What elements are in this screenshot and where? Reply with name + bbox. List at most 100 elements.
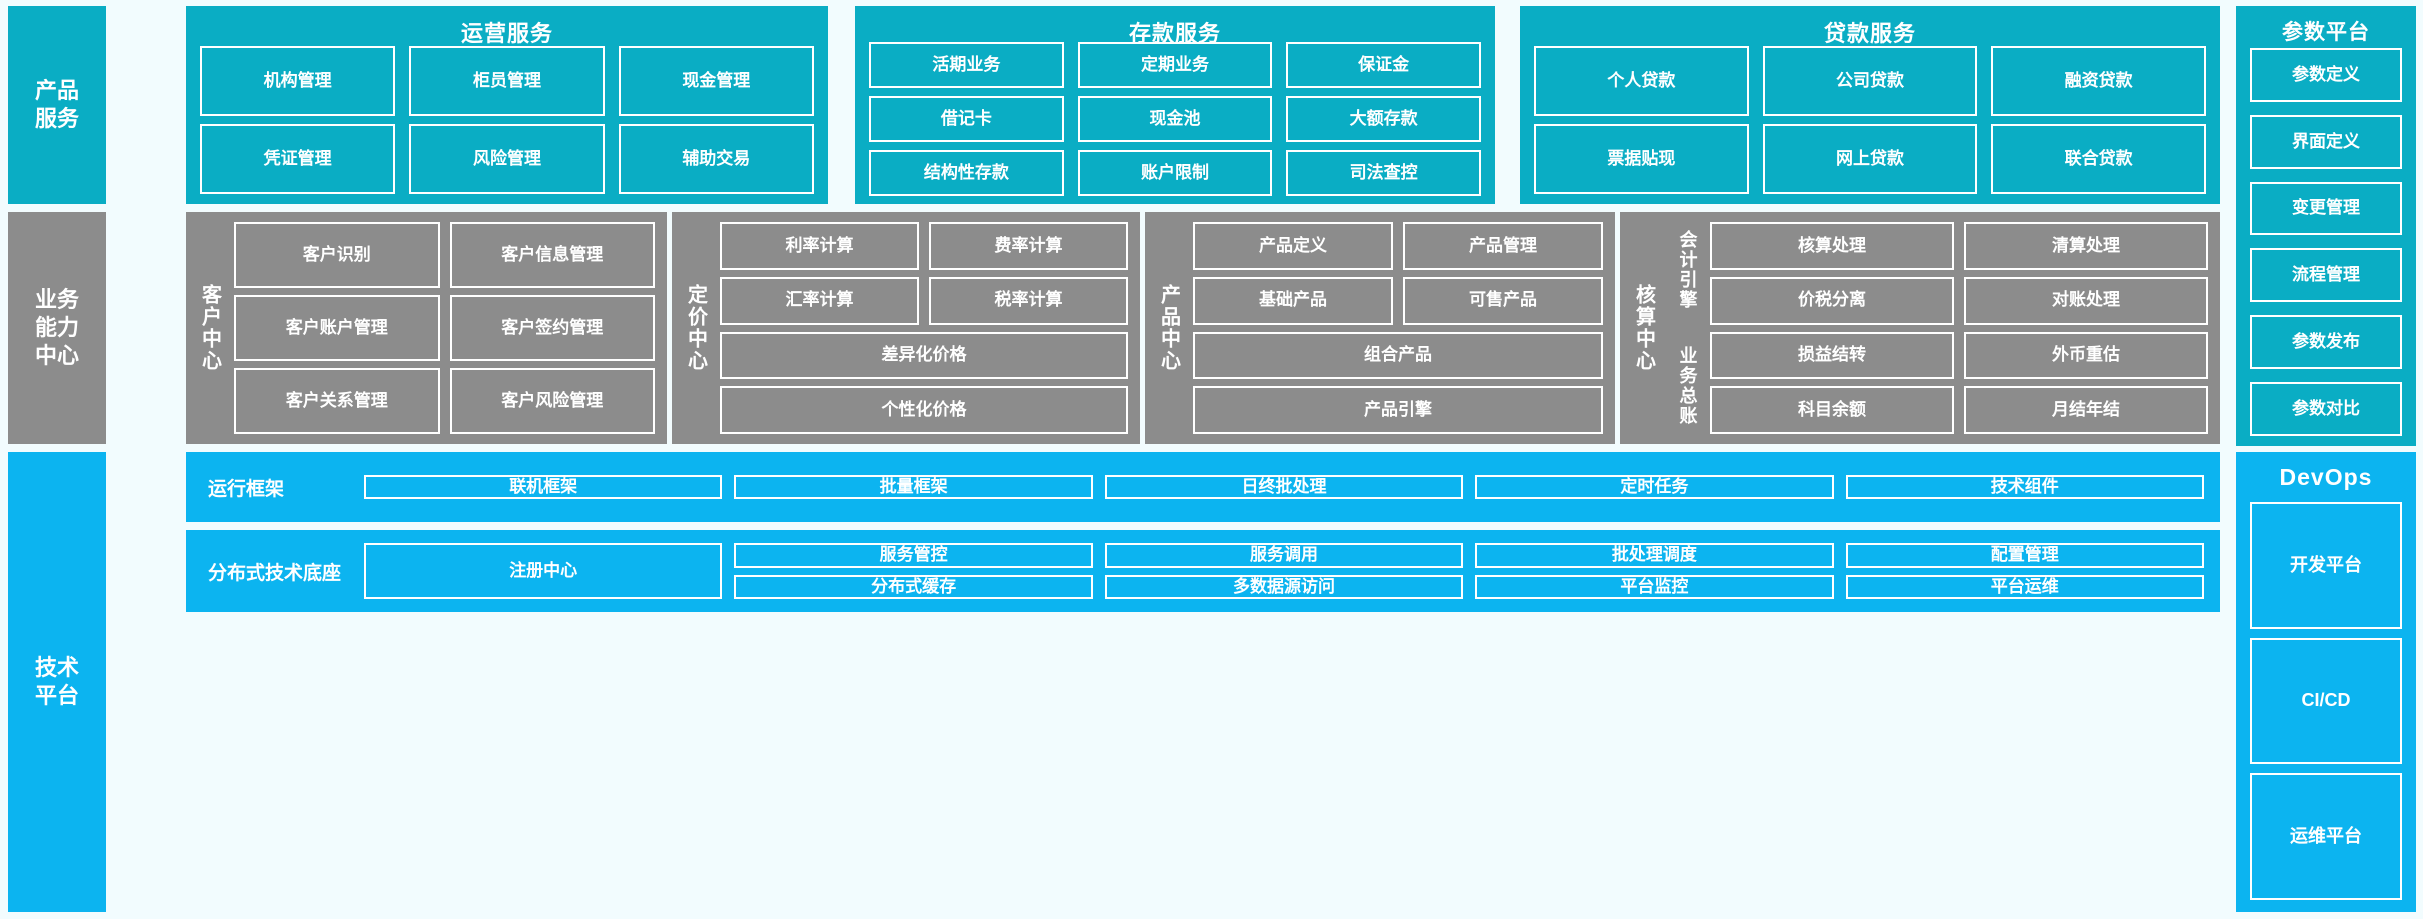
tile-foundation-7[interactable]: 平台运维 [1845, 574, 2204, 599]
sublabel-accounting-engine: 会计引擎 [1677, 230, 1698, 310]
tile-operation-2[interactable]: 现金管理 [618, 46, 814, 116]
tile-accounting-3[interactable]: 对账处理 [1964, 276, 2208, 325]
tile-operation-1[interactable]: 柜员管理 [409, 46, 605, 116]
tile-pricing-1[interactable]: 费率计算 [929, 222, 1128, 270]
tile-customer-2[interactable]: 客户账户管理 [234, 295, 440, 361]
tile-runtime-4[interactable]: 技术组件 [1845, 474, 2204, 500]
tile-runtime-2[interactable]: 日终批处理 [1104, 474, 1464, 500]
panel-title-loan-service: 贷款服务 [1823, 21, 1916, 46]
tile-parameter-2[interactable]: 变更管理 [2250, 181, 2402, 236]
tile-product-1[interactable]: 产品管理 [1403, 222, 1603, 270]
panel-title-parameter-platform: 参数平台 [2282, 21, 2370, 44]
tile-parameter-4[interactable]: 参数发布 [2250, 315, 2402, 370]
tile-deposit-4[interactable]: 现金池 [1077, 96, 1273, 142]
panel-title-operation-service: 运营服务 [460, 21, 553, 46]
tile-foundation-6[interactable]: 平台监控 [1475, 574, 1834, 599]
panel-devops: DevOps 开发平台 CI/CD 运维平台 [2236, 452, 2416, 912]
tile-parameter-1[interactable]: 界面定义 [2250, 114, 2402, 169]
tile-deposit-6[interactable]: 结构性存款 [869, 150, 1064, 196]
tile-product-4[interactable]: 组合产品 [1193, 331, 1603, 380]
tile-deposit-0[interactable]: 活期业务 [869, 42, 1064, 88]
rail-business-capability-label: 业务 能力 中心 [34, 286, 79, 369]
strip-distributed-foundation: 分布式技术底座 注册中心 服务管控 服务调用 批处理调度 配置管理 分布式缓存 … [186, 530, 2220, 612]
rail-technology-platform-label: 技术 平台 [34, 654, 79, 708]
tile-runtime-1[interactable]: 批量框架 [734, 474, 1093, 500]
tile-grid-product-center: 产品定义 产品管理 基础产品 可售产品 组合产品 产品引擎 [1191, 212, 1615, 444]
tile-pricing-5[interactable]: 个性化价格 [720, 386, 1128, 434]
panel-title-deposit-service: 存款服务 [1128, 21, 1221, 46]
list-parameter-platform: 参数定义 界面定义 变更管理 流程管理 参数发布 参数对比 [2250, 48, 2402, 436]
tile-devops-0[interactable]: 开发平台 [2250, 502, 2402, 629]
tile-customer-4[interactable]: 客户关系管理 [234, 368, 440, 434]
panel-customer-center: 客户中心 客户识别 客户信息管理 客户账户管理 客户签约管理 客户关系管理 客户… [186, 212, 667, 444]
tile-accounting-7[interactable]: 月结年结 [1964, 386, 2208, 434]
rail-business-capability: 业务 能力 中心 [8, 212, 106, 444]
tile-parameter-3[interactable]: 流程管理 [2250, 248, 2402, 303]
tile-grid-operation-service: 机构管理 柜员管理 现金管理 凭证管理 风险管理 辅助交易 [186, 46, 828, 194]
tile-grid-accounting-center: 核算处理 清算处理 价税分离 对账处理 损益结转 外币重估 科目余额 月结年结 [1708, 212, 2220, 444]
tile-product-0[interactable]: 产品定义 [1193, 222, 1393, 270]
tile-foundation-5[interactable]: 多数据源访问 [1104, 574, 1464, 599]
tile-accounting-2[interactable]: 价税分离 [1710, 276, 1954, 325]
label-pricing-center: 定价中心 [684, 284, 707, 372]
tile-customer-1[interactable]: 客户信息管理 [449, 222, 655, 288]
tile-runtime-3[interactable]: 定时任务 [1475, 474, 1834, 500]
tile-operation-0[interactable]: 机构管理 [200, 46, 396, 116]
tile-devops-1[interactable]: CI/CD [2250, 637, 2402, 765]
tile-pricing-2[interactable]: 汇率计算 [720, 276, 919, 325]
tile-grid-loan-service: 个人贷款 公司贷款 融资贷款 票据贴现 网上贷款 联合贷款 [1520, 46, 2220, 194]
tile-devops-2[interactable]: 运维平台 [2250, 773, 2402, 901]
tile-foundation-1[interactable]: 服务调用 [1104, 543, 1464, 568]
tile-loan-1[interactable]: 公司贷款 [1762, 46, 1978, 116]
strip-runtime-framework: 运行框架 联机框架 批量框架 日终批处理 定时任务 技术组件 [186, 452, 2220, 522]
tile-deposit-5[interactable]: 大额存款 [1286, 96, 1481, 142]
panel-loan-service: 贷款服务 个人贷款 公司贷款 融资贷款 票据贴现 网上贷款 联合贷款 [1520, 6, 2220, 204]
panel-title-devops: DevOps [2279, 464, 2373, 490]
panel-product-center: 产品中心 产品定义 产品管理 基础产品 可售产品 组合产品 产品引擎 [1145, 212, 1615, 444]
tile-operation-5[interactable]: 辅助交易 [618, 124, 814, 194]
tile-product-5[interactable]: 产品引擎 [1193, 386, 1603, 434]
panel-operation-service: 运营服务 机构管理 柜员管理 现金管理 凭证管理 风险管理 辅助交易 [186, 6, 828, 204]
tile-foundation-3[interactable]: 配置管理 [1845, 543, 2204, 568]
tile-deposit-2[interactable]: 保证金 [1286, 42, 1481, 88]
tile-loan-5[interactable]: 联合贷款 [1991, 124, 2206, 194]
tile-accounting-6[interactable]: 科目余额 [1710, 386, 1954, 434]
tile-runtime-0[interactable]: 联机框架 [364, 474, 723, 500]
tile-loan-3[interactable]: 票据贴现 [1534, 124, 1749, 194]
tile-pricing-0[interactable]: 利率计算 [720, 222, 919, 270]
tile-product-3[interactable]: 可售产品 [1403, 276, 1603, 325]
tile-accounting-1[interactable]: 清算处理 [1964, 222, 2208, 270]
tile-foundation-0[interactable]: 服务管控 [734, 543, 1093, 568]
tile-parameter-0[interactable]: 参数定义 [2250, 48, 2402, 102]
tile-grid-deposit-service: 活期业务 定期业务 保证金 借记卡 现金池 大额存款 结构性存款 账户限制 司法… [855, 42, 1495, 196]
tile-deposit-7[interactable]: 账户限制 [1077, 150, 1273, 196]
tile-loan-0[interactable]: 个人贷款 [1534, 46, 1749, 116]
tile-accounting-5[interactable]: 外币重估 [1964, 331, 2208, 380]
tile-operation-4[interactable]: 风险管理 [409, 124, 605, 194]
label-accounting-center: 核算中心 [1632, 284, 1655, 372]
tile-grid-pricing-center: 利率计算 费率计算 汇率计算 税率计算 差异化价格 个性化价格 [718, 212, 1140, 444]
tile-customer-3[interactable]: 客户签约管理 [449, 295, 655, 361]
panel-pricing-center: 定价中心 利率计算 费率计算 汇率计算 税率计算 差异化价格 个性化价格 [672, 212, 1140, 444]
panel-deposit-service: 存款服务 活期业务 定期业务 保证金 借记卡 现金池 大额存款 结构性存款 账户… [855, 6, 1495, 204]
tile-deposit-8[interactable]: 司法查控 [1286, 150, 1481, 196]
tile-pricing-3[interactable]: 税率计算 [929, 276, 1128, 325]
tile-customer-5[interactable]: 客户风险管理 [449, 368, 655, 434]
tile-deposit-1[interactable]: 定期业务 [1077, 42, 1273, 88]
tile-customer-0[interactable]: 客户识别 [234, 222, 440, 288]
tile-parameter-5[interactable]: 参数对比 [2250, 382, 2402, 436]
tile-deposit-3[interactable]: 借记卡 [869, 96, 1064, 142]
tile-loan-4[interactable]: 网上贷款 [1762, 124, 1978, 194]
tile-registry-center[interactable]: 注册中心 [364, 543, 723, 599]
tile-grid-runtime-framework: 联机框架 批量框架 日终批处理 定时任务 技术组件 [364, 466, 2220, 508]
tile-accounting-4[interactable]: 损益结转 [1710, 331, 1954, 380]
tile-pricing-4[interactable]: 差异化价格 [720, 331, 1128, 380]
tile-foundation-4[interactable]: 分布式缓存 [734, 574, 1093, 599]
tile-product-2[interactable]: 基础产品 [1193, 276, 1393, 325]
tile-accounting-0[interactable]: 核算处理 [1710, 222, 1954, 270]
tile-operation-3[interactable]: 凭证管理 [200, 124, 396, 194]
tile-foundation-2[interactable]: 批处理调度 [1475, 543, 1834, 568]
tile-loan-2[interactable]: 融资贷款 [1991, 46, 2206, 116]
strip-label-runtime-framework: 运行框架 [208, 478, 285, 500]
